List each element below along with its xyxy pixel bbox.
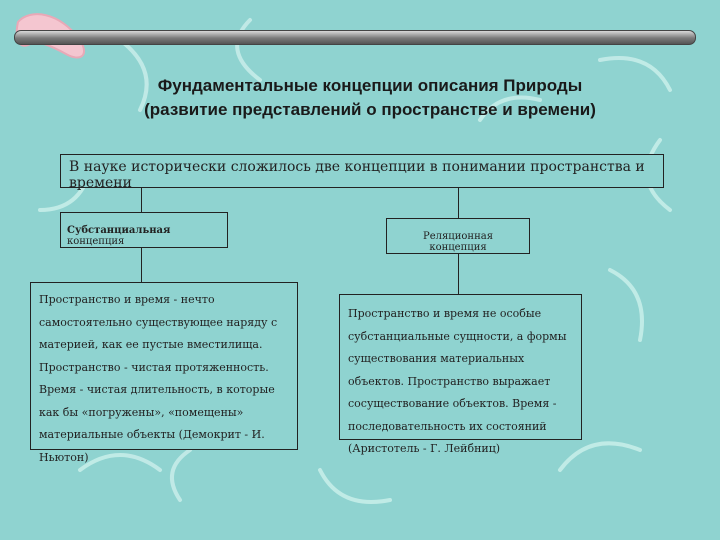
title-line-1: Фундаментальные концепции описания Приро… (157, 76, 583, 95)
page-title: Фундаментальные концепции описания Приро… (40, 74, 700, 122)
root-concept-box: В науке исторически сложилось две концеп… (60, 154, 664, 191)
connector-left-bottom (141, 248, 142, 282)
relational-description-box: Пространство и время не особые субстанци… (339, 294, 582, 455)
connector-right-bottom (458, 254, 459, 294)
connector-left-top (141, 188, 142, 212)
header-bar (14, 30, 696, 45)
substantial-description-box: Пространство и время - нечто самостоятел… (30, 282, 298, 464)
substantial-concept-box: Субстанциальная концепция (60, 212, 228, 248)
substantial-label-bold: Субстанциальная (67, 225, 171, 236)
connector-right-top (458, 188, 459, 218)
title-line-2: (развитие представлений о пространстве и… (144, 100, 596, 119)
relational-concept-box: Реляционная концепция (386, 218, 530, 254)
substantial-label-rest: концепция (67, 236, 125, 247)
